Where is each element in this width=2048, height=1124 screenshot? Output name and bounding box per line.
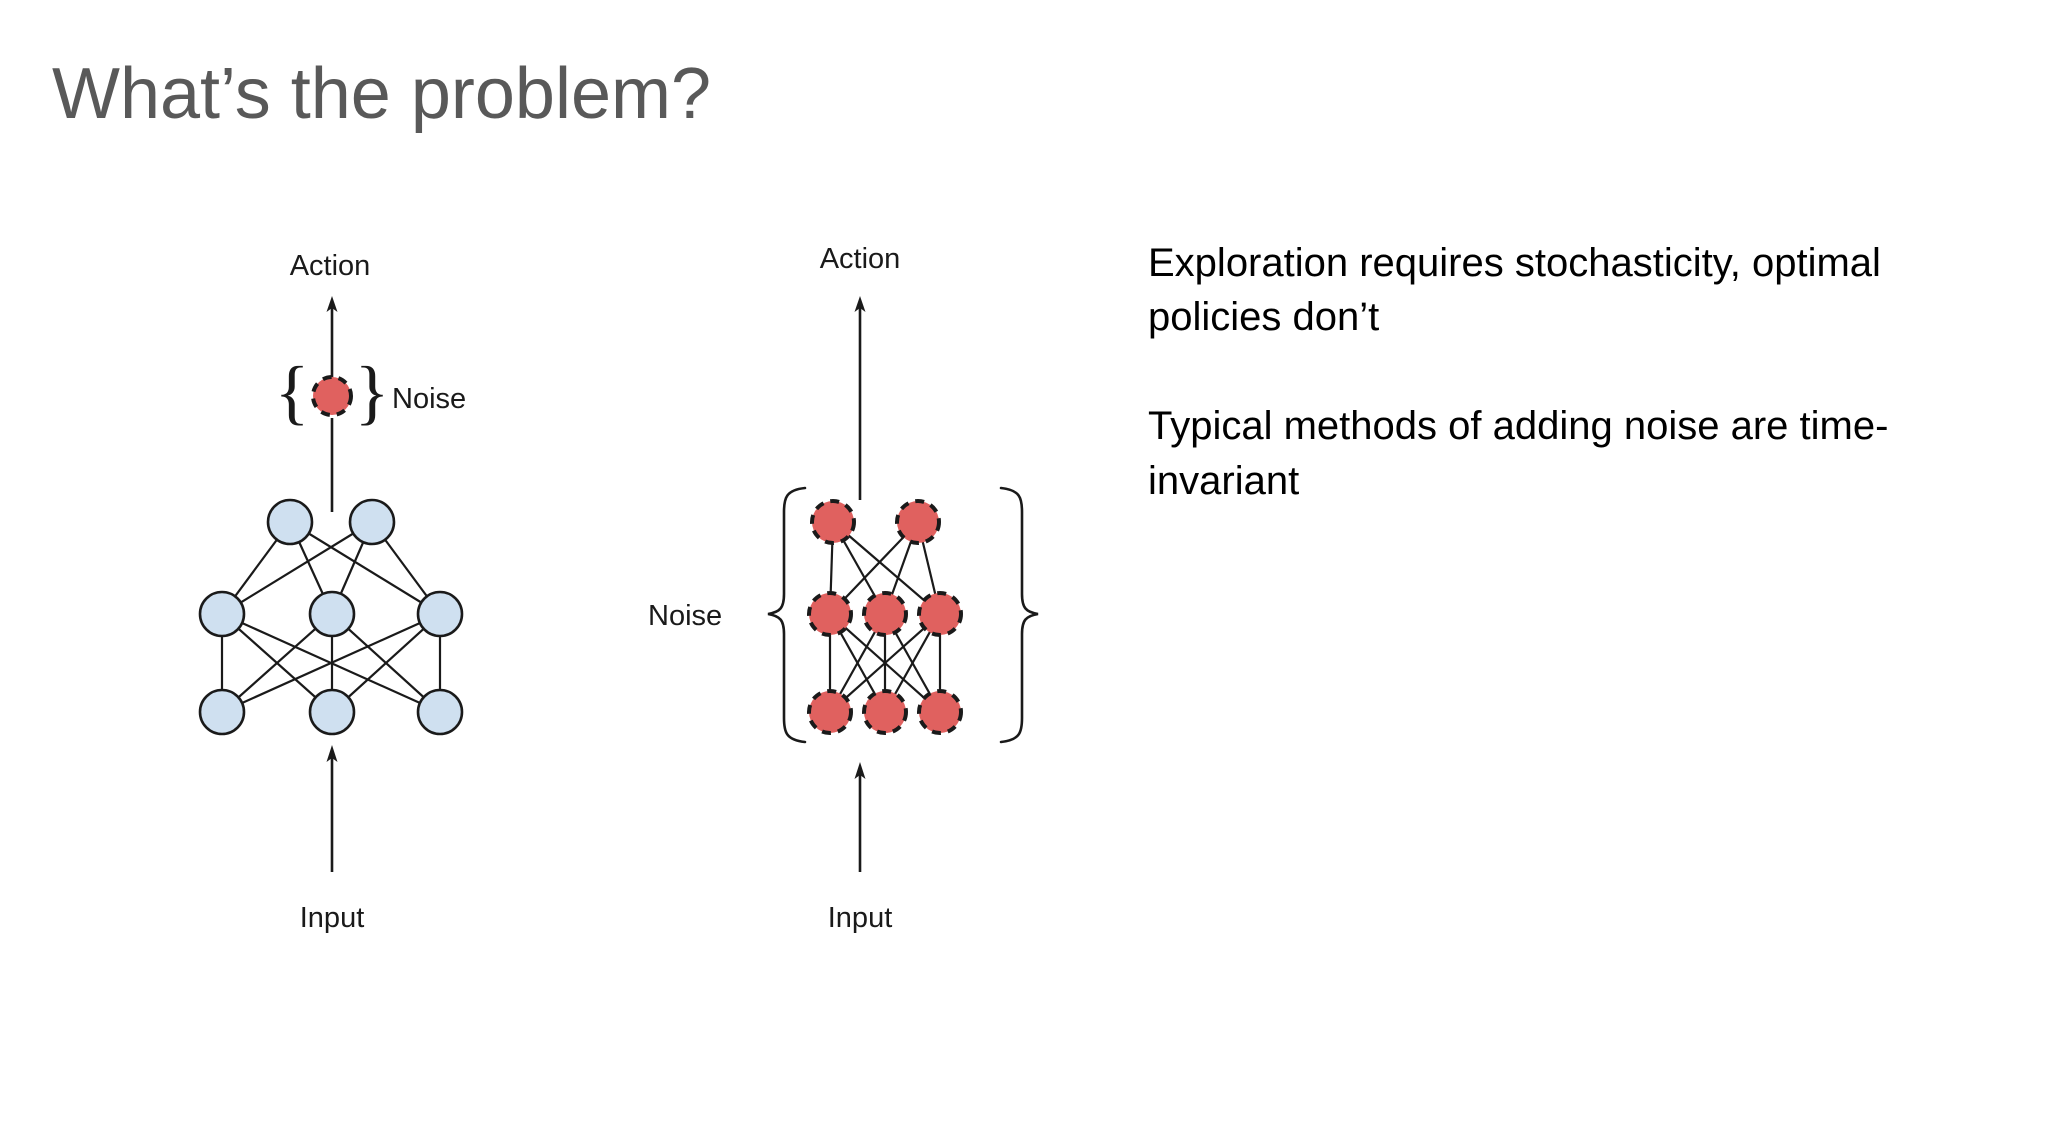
left-node-out-2 (348, 498, 396, 546)
right-input-layer-nodes (807, 689, 963, 735)
left-noise-brace-close: } (355, 352, 390, 432)
right-node-in-3 (917, 689, 963, 735)
left-node-in-3 (416, 688, 464, 736)
diagram-action-space-noise: Action { } Noise (0, 0, 700, 1124)
left-input-arrow (326, 745, 338, 872)
explanation-paragraph-1: Exploration requires stochasticity, opti… (1148, 241, 1881, 340)
right-node-hid-2 (862, 591, 908, 637)
explanation-paragraph-2: Typical methods of adding noise are time… (1148, 404, 1889, 503)
left-noise-brace-open: { (275, 352, 310, 432)
right-output-layer-nodes (810, 499, 941, 545)
left-node-hid-2 (308, 590, 356, 638)
explanation-text-block: Exploration requires stochasticity, opti… (1148, 236, 1908, 508)
left-noise-label: Noise (392, 383, 466, 415)
right-noise-brace-open (767, 486, 807, 744)
right-hidden-layer-nodes (807, 591, 963, 637)
page-title: What’s the problem? (52, 54, 712, 134)
left-node-out-1 (266, 498, 314, 546)
left-output-layer-nodes (266, 498, 396, 546)
left-node-hid-1 (198, 590, 246, 638)
right-action-arrow (854, 296, 866, 500)
right-action-label: Action (820, 243, 901, 275)
left-input-label: Input (300, 902, 365, 934)
right-node-out-2 (895, 499, 941, 545)
right-node-hid-1 (807, 591, 853, 637)
right-noise-label: Noise (648, 600, 722, 632)
right-noise-brace-close (999, 486, 1039, 744)
left-noise-node (311, 375, 353, 417)
left-hidden-layer-nodes (198, 590, 464, 638)
left-input-layer-nodes (198, 688, 464, 736)
left-action-label: Action (290, 250, 371, 282)
right-input-arrow (854, 762, 866, 872)
right-node-in-2 (862, 689, 908, 735)
left-node-in-1 (198, 688, 246, 736)
right-input-label: Input (828, 902, 893, 934)
left-node-hid-3 (416, 590, 464, 638)
left-node-in-2 (308, 688, 356, 736)
right-node-in-1 (807, 689, 853, 735)
right-node-hid-3 (917, 591, 963, 637)
right-node-out-1 (810, 499, 856, 545)
diagram-parameter-space-noise: Action Noise (600, 0, 1300, 1124)
